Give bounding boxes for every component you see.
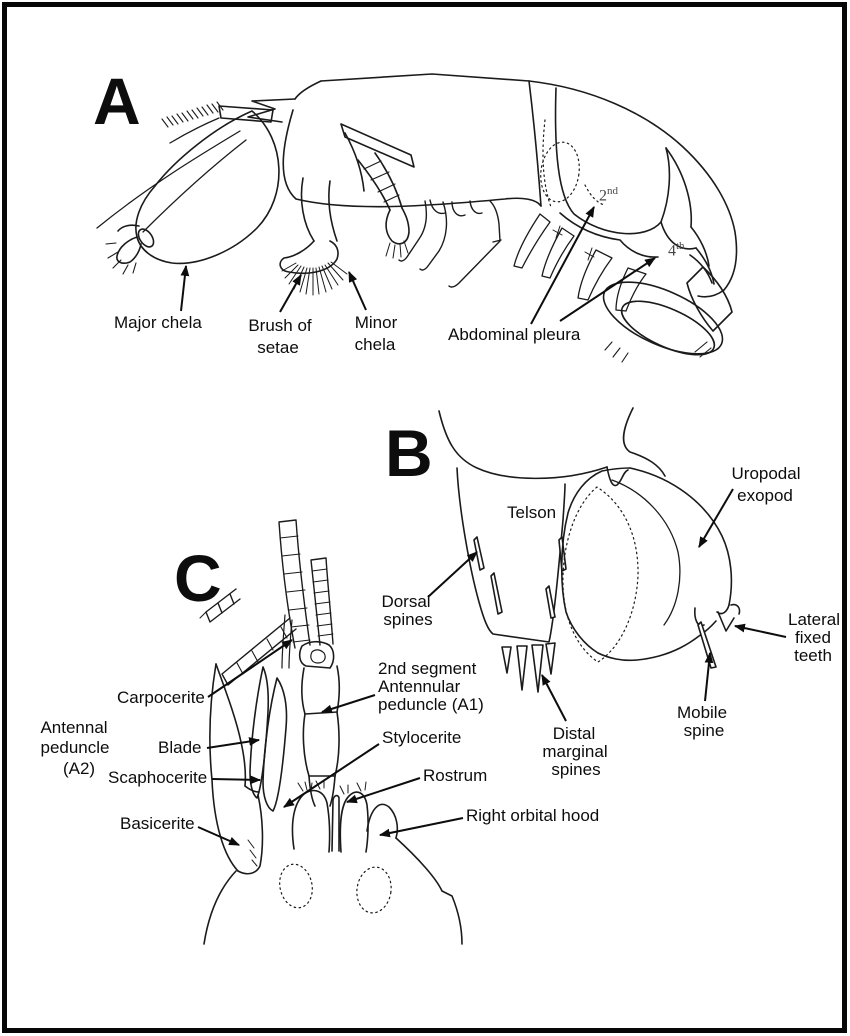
arrow-carpocerite <box>207 639 293 698</box>
panel-a-letter: A <box>93 64 141 138</box>
arrow-basicerite <box>197 826 241 846</box>
blade-shape <box>249 666 270 799</box>
sixth-segment-margin <box>438 407 666 487</box>
arrow-scaphocerite <box>211 775 262 785</box>
annotation-arrows <box>180 206 787 846</box>
label-minor-chela-line1: Minor <box>354 313 398 332</box>
pleopods-shape <box>513 213 647 312</box>
label-antennular-peduncle-line2: Antennular <box>378 677 461 696</box>
label-antennal-peduncle-line2: peduncle <box>40 738 110 757</box>
label-major-chela: Major chela <box>114 313 202 332</box>
antennular-peduncle-shape <box>298 640 341 807</box>
arrow-mobile-spine <box>704 651 714 702</box>
label-antennal-peduncle-line1: Antennal <box>40 718 108 737</box>
stylocerite-shape <box>262 677 288 812</box>
distal-marginal-spines-shape <box>501 642 556 693</box>
label-uropodal-exopod-line1: Uropodal <box>731 464 801 483</box>
arrow-brush-of-setae <box>279 274 302 313</box>
label-distal-marginal-spines-line1: Distal <box>552 724 596 743</box>
arrow-rostrum <box>345 777 421 804</box>
label-basicerite: Basicerite <box>120 814 195 833</box>
eye-outlines-dotted <box>279 863 392 914</box>
antennular-flagella-shape <box>278 519 334 649</box>
label-abdominal-pleura: Abdominal pleura <box>448 325 581 344</box>
label-dorsal-spines-line1: Dorsal <box>381 592 431 611</box>
panel-b-letter: B <box>385 416 433 490</box>
arrow-stylocerite <box>283 743 380 808</box>
panel-a-drawing <box>96 73 738 363</box>
uropod-margin-teeth <box>694 603 741 669</box>
walking-legs-shape <box>398 199 502 288</box>
arrow-major-chela <box>180 264 190 312</box>
uropod-endopod-dotted <box>562 486 639 663</box>
abdomen-dotted-marks <box>540 119 605 208</box>
tail-fan-shape <box>602 254 733 363</box>
minor-chela-shape <box>279 177 339 275</box>
label-brush-of-setae-line1: Brush of <box>248 316 312 335</box>
uropod-exopod-shape <box>560 467 733 662</box>
label-mobile-spine-line2: spine <box>683 721 725 740</box>
arrow-minor-chela <box>348 270 367 311</box>
label-telson: Telson <box>507 503 557 522</box>
antennae-lines <box>96 117 247 233</box>
antennal-setae-hatch <box>161 101 224 128</box>
label-right-orbital-hood: Right orbital hood <box>466 806 600 825</box>
label-antennular-peduncle-line3: peduncle (A1) <box>378 695 484 714</box>
label-lateral-fixed-teeth-line2: fixed <box>795 628 831 647</box>
label-lateral-fixed-teeth-line1: Lateral <box>788 610 840 629</box>
carapace-shape <box>218 73 542 208</box>
label-distal-marginal-spines-line3: spines <box>551 760 601 779</box>
basicerite-shape <box>237 785 264 875</box>
label-brush-of-setae-line2: setae <box>257 338 299 357</box>
label-minor-chela-line2: chela <box>354 335 396 354</box>
label-rostrum: Rostrum <box>423 766 488 785</box>
telson-dorsal-spines <box>473 536 567 619</box>
label-scaphocerite: Scaphocerite <box>108 768 208 787</box>
label-pleuron-4th: 4th <box>668 240 685 260</box>
arrow-uropodal-exopod <box>698 488 734 548</box>
label-stylocerite: Stylocerite <box>382 728 462 747</box>
arrow-abdominal-pleura-2nd <box>530 206 595 325</box>
arrow-dorsal-spines <box>427 551 478 598</box>
label-distal-marginal-spines-line2: marginal <box>542 742 608 761</box>
label-blade: Blade <box>158 738 202 757</box>
label-carpocerite: Carpocerite <box>117 688 205 707</box>
label-pleuron-2nd: 2nd <box>599 185 618 205</box>
label-uropodal-exopod-line2: exopod <box>737 486 793 505</box>
arrow-antennular-peduncle <box>320 694 376 714</box>
arrow-blade <box>206 737 261 749</box>
arrow-lateral-fixed-teeth <box>733 623 787 638</box>
label-dorsal-spines-line2: spines <box>383 610 433 629</box>
label-antennal-peduncle-line3: (A2) <box>62 759 96 778</box>
abdomen-shape <box>528 80 738 298</box>
label-antennular-peduncle-line1: 2nd segment <box>378 659 477 678</box>
second-cheliped-shape <box>340 123 415 259</box>
arrow-right-orbital-hood <box>378 817 464 838</box>
label-lateral-fixed-teeth-line3: teeth <box>794 646 832 665</box>
arrow-distal-marginal-spines <box>541 674 567 722</box>
label-mobile-spine-line1: Mobile <box>676 703 728 722</box>
arrow-abdominal-pleura-4th <box>559 257 656 322</box>
major-chela-shape <box>105 110 280 275</box>
head-outline-shape <box>203 837 463 945</box>
rostrum-shape <box>331 794 340 852</box>
panel-b-drawing <box>438 407 741 693</box>
panel-c-letter: C <box>174 541 222 615</box>
